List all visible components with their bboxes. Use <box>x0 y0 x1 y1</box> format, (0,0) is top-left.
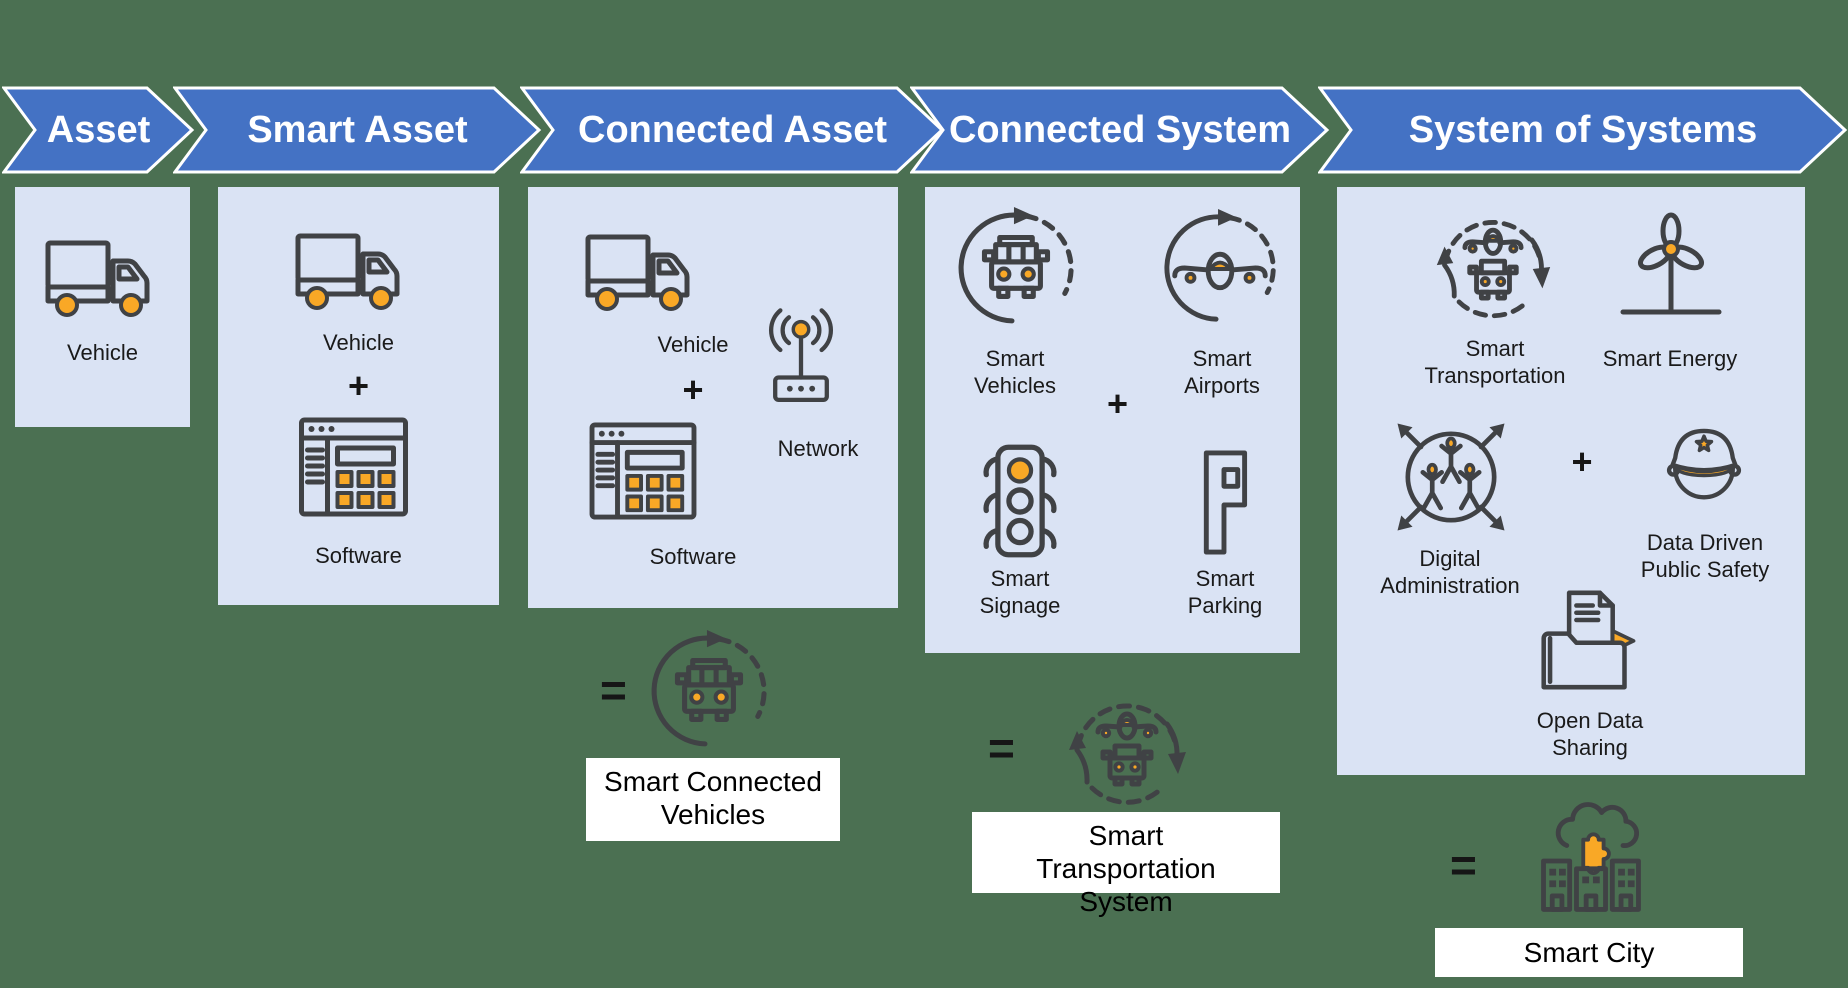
truck-icon <box>43 235 163 327</box>
panel-connected-system: Smart Vehicles Smart Airports + Smart Si… <box>925 187 1300 653</box>
smart-city-icon <box>1528 800 1654 922</box>
item-label: Smart Energy <box>1602 346 1738 371</box>
police-officer-icon <box>1656 411 1752 519</box>
chevron-shape <box>910 86 1330 174</box>
item-label: Network <box>777 436 859 461</box>
equals-sign: = <box>988 722 1015 774</box>
truck-icon <box>583 229 703 321</box>
item-label: Data Driven Public Safety <box>1640 530 1770 582</box>
stage-banner-system-of-systems: System of Systems <box>1318 86 1848 174</box>
plus-sign: + <box>347 365 370 406</box>
plus-sign: + <box>1106 383 1129 424</box>
item-label: Vehicle <box>323 330 394 355</box>
stage-title: System of Systems <box>1408 108 1758 151</box>
result-label-smart-transportation-system: Smart Transportation System <box>972 812 1280 917</box>
chevron-shape <box>2 86 195 174</box>
chevron-shape <box>520 86 945 174</box>
item-label: Smart Parking <box>1187 566 1263 618</box>
stage-title: Connected Asset <box>578 108 887 151</box>
stage-title: Smart Asset <box>247 108 468 151</box>
result-label-smart-connected-vehicles: Smart Connected Vehicles <box>586 758 840 841</box>
panel-asset: Vehicle <box>15 187 190 427</box>
item-label: Smart Vehicles <box>974 346 1056 398</box>
parking-icon <box>1183 447 1263 557</box>
equals-sign: = <box>1450 839 1477 891</box>
result-label-smart-city: Smart City <box>1435 928 1743 977</box>
software-icon <box>297 416 410 518</box>
item-label: Digital Administration <box>1380 546 1520 598</box>
item-label: Vehicle <box>657 332 729 357</box>
network-icon <box>758 297 844 415</box>
smart-transportation-loop-icon <box>1062 688 1192 818</box>
equals-sign: = <box>600 664 627 716</box>
wind-turbine-icon <box>1615 207 1727 319</box>
panel-smart-asset: Vehicle + Software <box>218 187 499 605</box>
software-icon <box>588 421 698 521</box>
smart-transportation-loop-icon <box>1430 205 1556 331</box>
item-label: Open Data Sharing <box>1536 708 1644 760</box>
plus-sign: + <box>1571 441 1593 482</box>
item-label: Vehicle <box>67 340 138 365</box>
smart-vehicle-loop-icon <box>648 630 770 752</box>
item-label: Smart Transportation <box>1424 336 1566 388</box>
truck-icon <box>293 228 413 320</box>
item-label: Smart Signage <box>979 566 1061 618</box>
stage-banner-connected-system: Connected System <box>910 86 1330 174</box>
digital-administration-icon <box>1390 416 1512 538</box>
stage-banner-connected-asset: Connected Asset <box>520 86 945 174</box>
chevron-shape <box>173 86 542 174</box>
open-data-icon <box>1531 585 1649 695</box>
item-label: Software <box>315 543 402 568</box>
plus-sign: + <box>682 369 704 410</box>
item-label: Software <box>649 544 737 569</box>
smart-vehicle-loop-icon <box>955 207 1077 329</box>
stage-title: Connected System <box>948 108 1292 151</box>
item-label: Smart Airports <box>1184 346 1260 398</box>
traffic-light-icon <box>971 442 1069 560</box>
panel-system-of-systems: Smart Transportation Smart Energy Digita… <box>1337 187 1805 775</box>
chevron-shape <box>1318 86 1848 174</box>
smart-airport-loop-icon <box>1161 209 1279 327</box>
stage-title: Asset <box>46 108 151 151</box>
stage-banner-smart-asset: Smart Asset <box>173 86 542 174</box>
panel-connected-asset: Vehicle + Software Network <box>528 187 898 608</box>
stage-banner-asset: Asset <box>2 86 195 174</box>
